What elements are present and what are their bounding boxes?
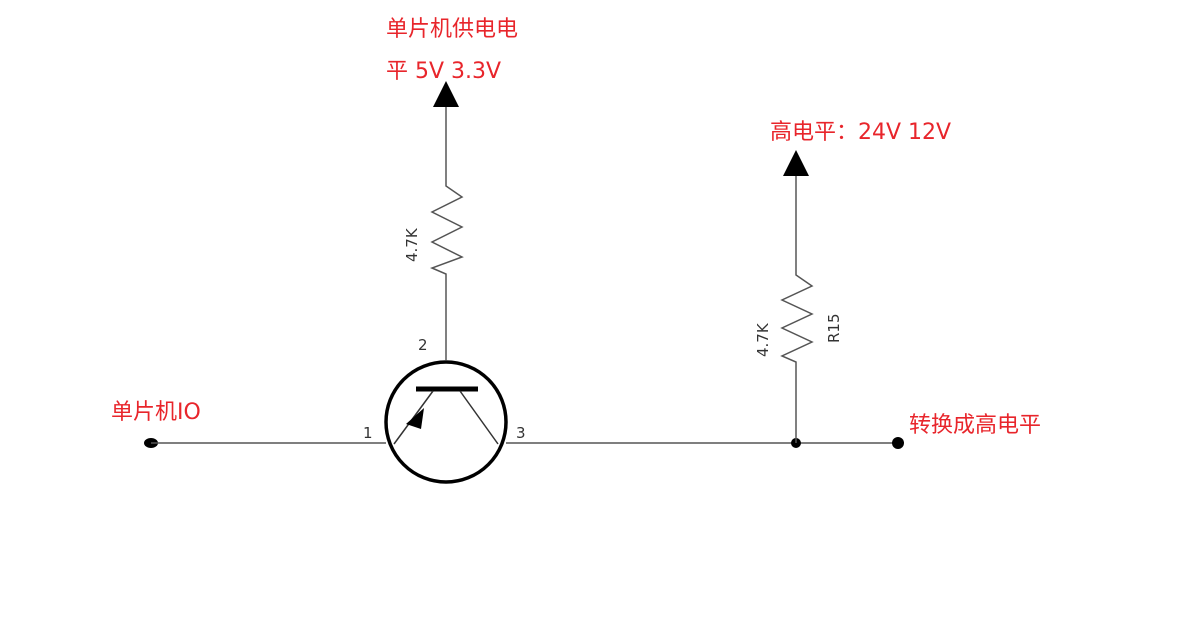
emitter-arrow-icon [406, 408, 424, 429]
r15-resistor [780, 270, 814, 368]
mcu-supply-label-line2: 平 5V 3.3V [386, 59, 502, 84]
output-terminal [892, 437, 904, 449]
r15-value: 4.7K [754, 322, 772, 357]
pin-3-label: 3 [516, 424, 526, 442]
mcu-supply-arrow-icon [433, 81, 459, 107]
pullup-resistor [429, 182, 464, 280]
transistor-collector-lead [459, 390, 499, 445]
high-level-arrow-icon [783, 150, 809, 176]
mcu-io-label: 单片机IO [111, 400, 201, 425]
pin-1-label: 1 [363, 424, 373, 442]
high-level-label: 高电平：24V 12V [770, 120, 952, 145]
transistor-body [384, 360, 508, 484]
r15-reference: R15 [825, 313, 843, 343]
pin-2-label: 2 [418, 336, 428, 354]
mcu-supply-label-line1: 单片机供电电 [386, 17, 519, 42]
pullup-resistor-value: 4.7K [403, 227, 421, 262]
output-label: 转换成高电平 [909, 413, 1042, 438]
